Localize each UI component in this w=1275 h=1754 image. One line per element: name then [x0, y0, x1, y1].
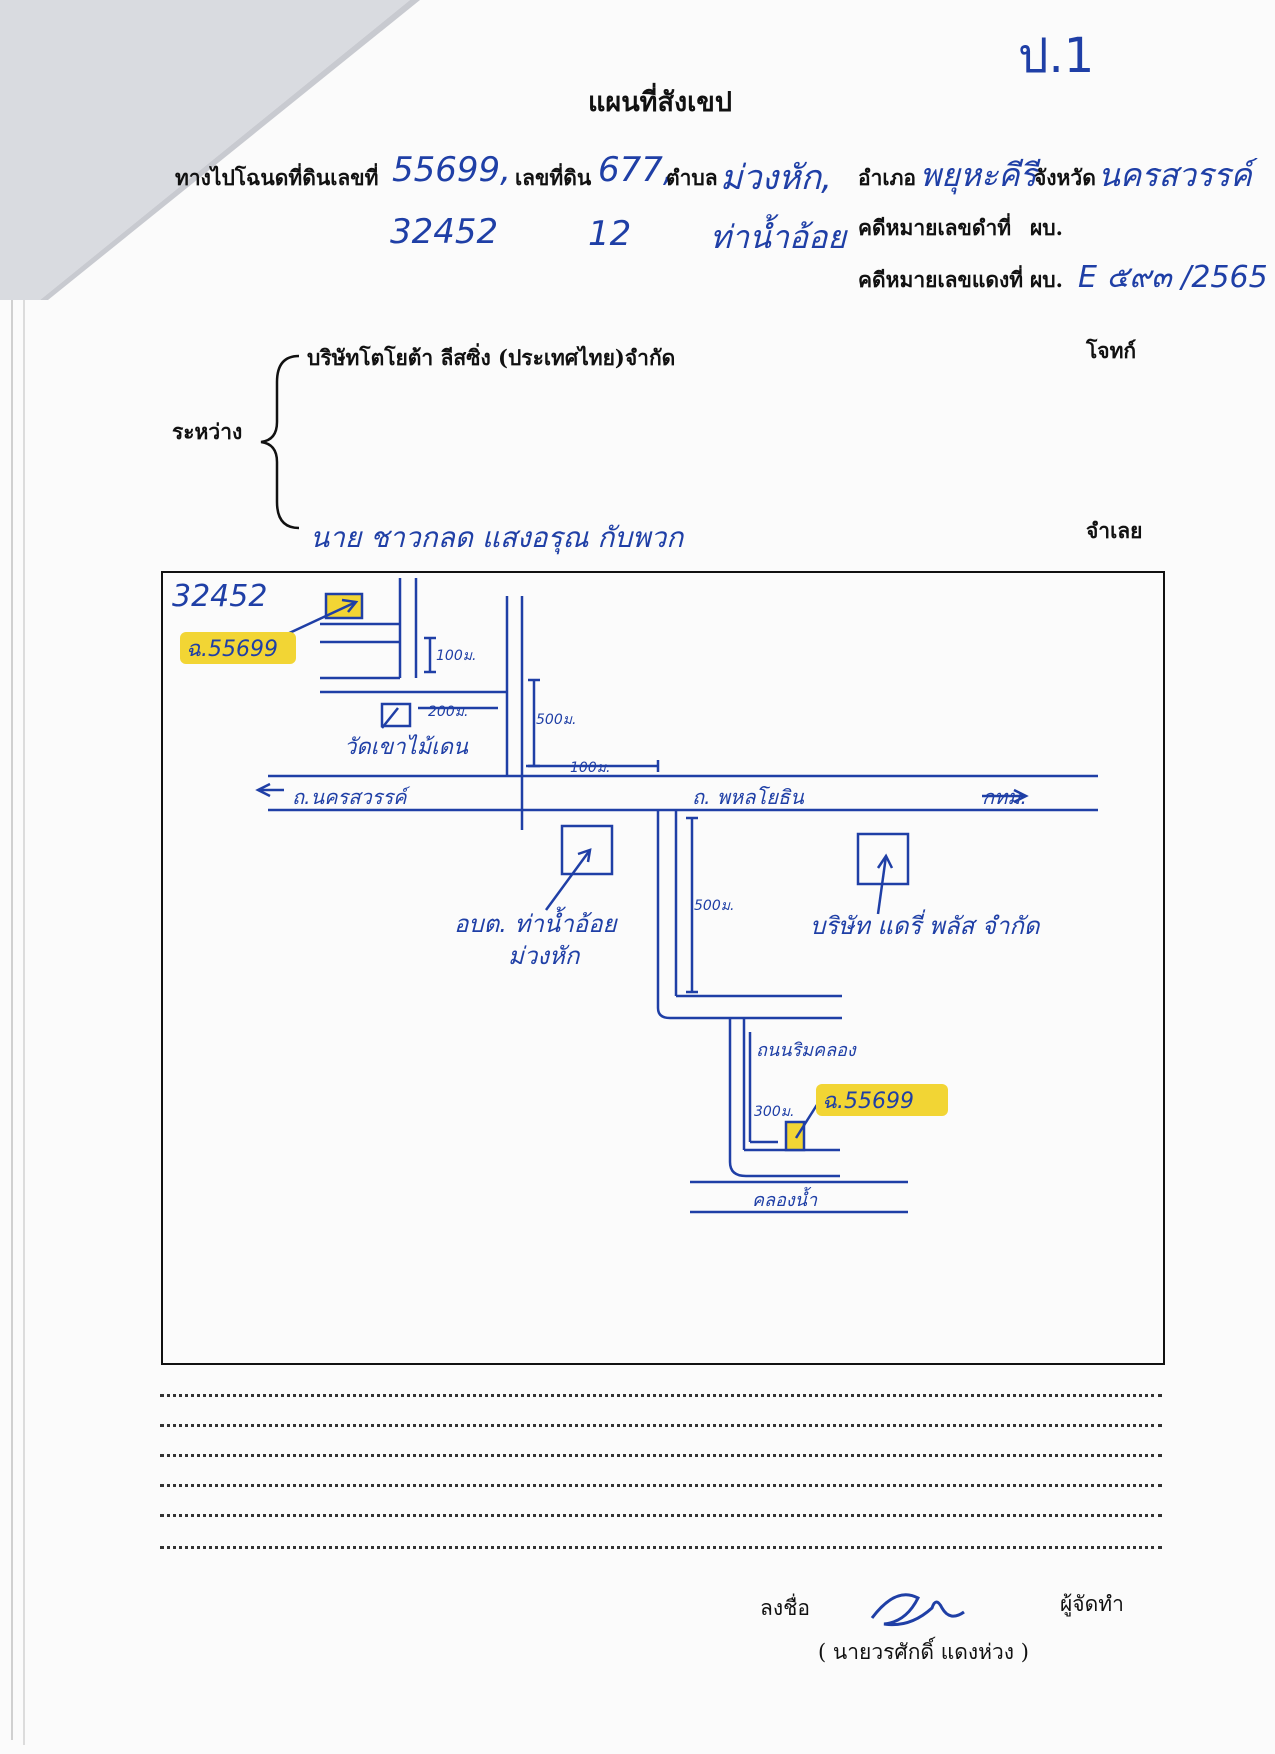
corner-mark: ป.1: [1018, 28, 1095, 84]
map-lines: [255, 578, 1098, 1214]
canal-label: คลองน้ำ: [752, 1186, 818, 1211]
black-case-prefix: ผบ.: [1030, 215, 1063, 240]
red-case-number: E ๕๙๓ /2565: [1078, 260, 1268, 295]
land-number-2: 12: [588, 214, 632, 254]
map-deed-top: ฉ.55699: [186, 637, 278, 662]
sao-label-1: อบต. ท่าน้ำอ้อย: [454, 906, 619, 938]
page-title: แผนที่สังเขป: [588, 87, 732, 118]
sao-label-2: ม่วงหัก: [508, 942, 581, 970]
note-line: [160, 1546, 1162, 1549]
party-brace: [260, 354, 300, 530]
canal-road-label: ถนนริมคลอง: [756, 1040, 857, 1061]
district-value: พยุหะคีรี: [920, 156, 1037, 194]
deed-number-2: 32452: [390, 212, 499, 252]
dist-100-road: 100ม.: [570, 760, 610, 776]
map-corner-number: 32452: [172, 579, 267, 614]
note-line: [160, 1514, 1162, 1517]
plaintiff-name: บริษัทโตโยต้า ลีสซิ่ง (ประเทศไทย)จำกัด: [307, 345, 676, 370]
defendant-role: จำเลย: [1086, 518, 1143, 543]
between-label: ระหว่าง: [172, 419, 243, 444]
map-frame: [161, 571, 1165, 1365]
signer-name: ( นายวรศักดิ์ แดงห่วง ): [818, 1640, 1029, 1664]
temple-label: วัดเขาไม้เดน: [344, 734, 469, 760]
land-label: เลขที่ดิน: [515, 165, 592, 190]
dist-200: 200ม.: [428, 704, 468, 720]
land-number: 677,: [598, 150, 674, 190]
company-label: บริษัท แดรี่ พลัส จำกัด: [810, 909, 1041, 940]
road-name-label: ถ. พหลโยธิน: [692, 785, 805, 809]
map-deed-bottom: ฉ.55699: [822, 1089, 914, 1114]
plaintiff-role: โจทก์: [1086, 338, 1137, 363]
note-line: [160, 1484, 1162, 1487]
province-value: นครสวรรค์: [1098, 156, 1252, 194]
note-line: [160, 1454, 1162, 1457]
province-label: จังหวัด: [1034, 165, 1096, 190]
preparer-role: ผู้จัดทำ: [1060, 1592, 1124, 1616]
dist-300: 300ม.: [754, 1104, 794, 1120]
note-line: [160, 1394, 1162, 1397]
signature-mark: [870, 1593, 965, 1627]
subdistrict-value: ม่วงหัก,: [720, 158, 832, 198]
district-label: อำเภอ: [858, 165, 917, 190]
road-right-label: กทม.: [982, 785, 1027, 809]
sign-label: ลงชื่อ: [760, 1596, 810, 1620]
red-case-prefix: ผบ.: [1030, 267, 1063, 292]
deed-number: 55699,: [392, 150, 511, 190]
defendant-name: นาย ชาวกลด แสงอรุณ กับพวก: [310, 521, 684, 554]
note-line: [160, 1424, 1162, 1427]
dist-500-v: 500ม.: [536, 712, 576, 728]
subdistrict-label: ตำบล: [666, 165, 718, 190]
dist-500-v2: 500ม.: [694, 898, 734, 914]
red-case-label: คดีหมายเลขแดงที่: [858, 267, 1024, 292]
black-case-label: คดีหมายเลขดำที่: [858, 215, 1012, 240]
road-left-label: ถ.นครสวรรค์: [292, 785, 411, 809]
dist-100-top: 100ม.: [436, 648, 476, 664]
sketch-map: 32452 ฉ.55699 100ม. 200ม. วัดเขาไม้เดน 5…: [161, 571, 1165, 1365]
deed-label: ทางไปโฉนดที่ดินเลขที่: [175, 165, 379, 190]
subdistrict-value-2: ท่าน้ำอ้อย: [710, 218, 847, 256]
